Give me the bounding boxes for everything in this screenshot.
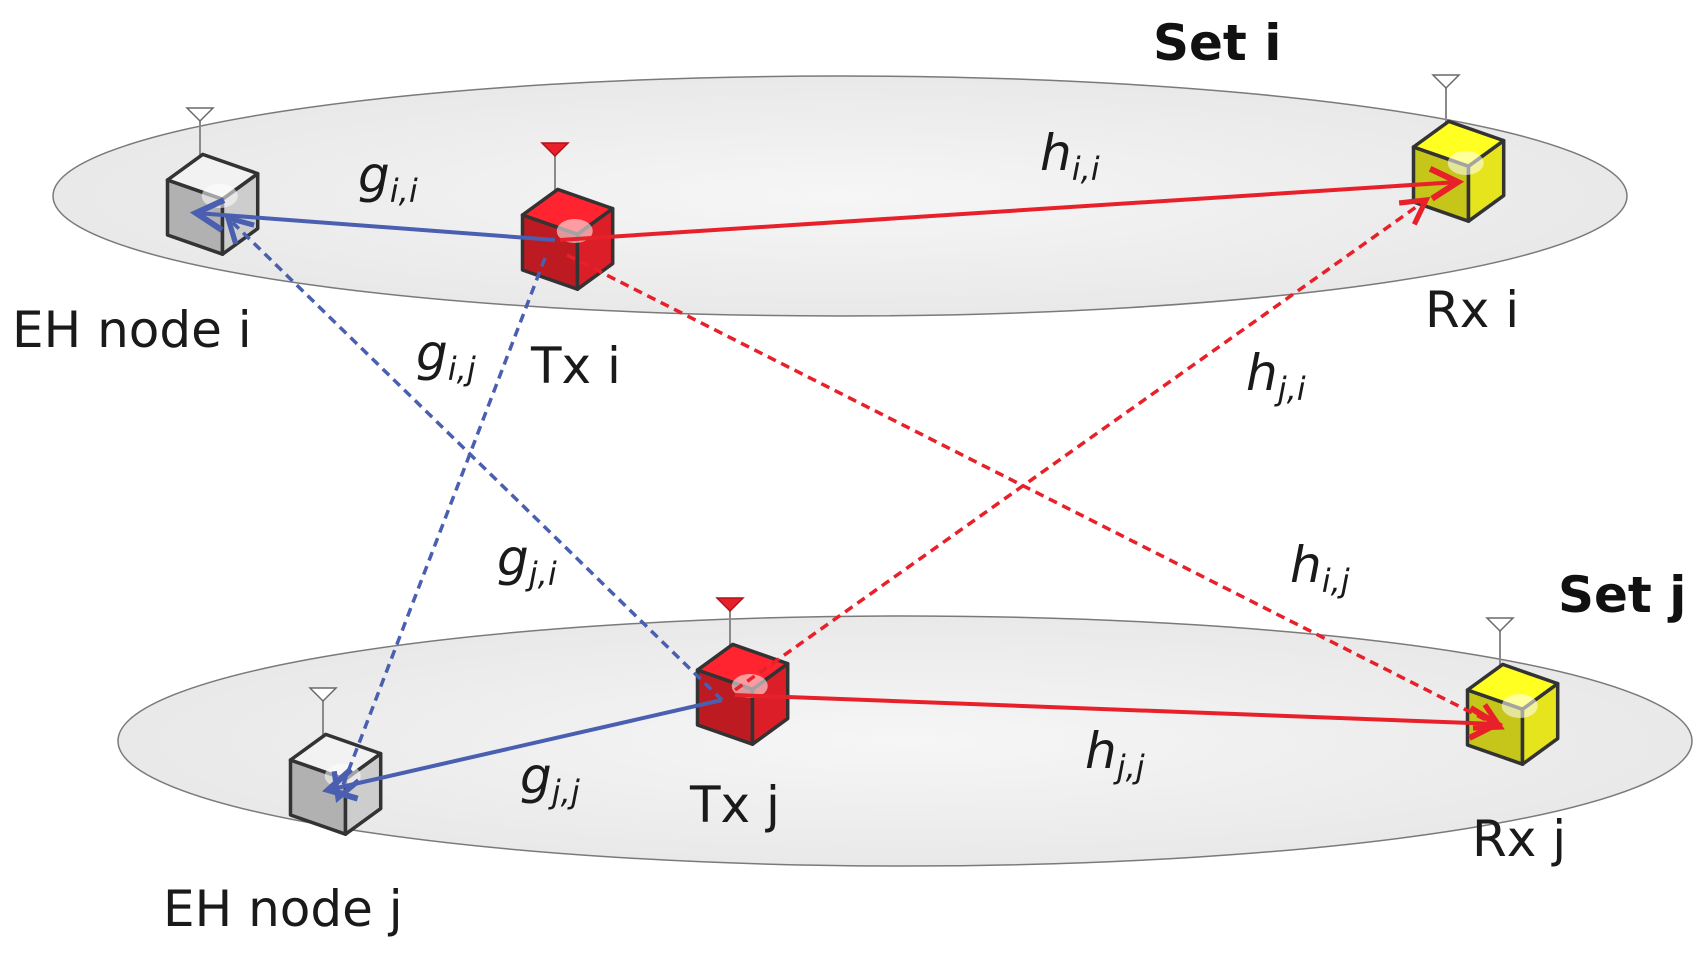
link-g-jj: [328, 698, 723, 790]
channel-label-g-ij: gi,j: [416, 324, 476, 388]
antenna-icon: [308, 687, 338, 703]
cube-highlight: [1447, 151, 1484, 175]
antenna-icon: [715, 597, 745, 613]
channel-links: [196, 182, 1500, 798]
cube-highlight: [1501, 694, 1538, 718]
antenna-icon: [1431, 74, 1461, 90]
rx-j-label: Rx j: [1472, 810, 1566, 868]
link-h-jj: [734, 693, 1497, 724]
network-nodes: [165, 74, 1560, 836]
set-j-region: [117, 615, 1693, 867]
link-h-ji: [733, 200, 1426, 692]
cube-highlight: [731, 674, 768, 698]
link-g-ij: [338, 257, 547, 798]
node-rx-i: [1411, 74, 1506, 223]
node-tx-i: [520, 142, 615, 291]
eh-node-j-label: EH node j: [163, 880, 403, 938]
tx-j-label: Tx j: [689, 776, 780, 834]
channel-label-g-ii: gi,i: [358, 146, 418, 210]
set-i-region: [52, 75, 1628, 317]
rx-i-label: Rx i: [1425, 281, 1519, 339]
channel-label-g-jj: gj,j: [520, 747, 580, 811]
link-h-ij: [566, 253, 1500, 727]
antenna-icon: [1485, 617, 1515, 633]
link-g-ii: [196, 213, 556, 242]
channel-label-h-jj: hj,j: [1085, 722, 1145, 786]
eh-node-i-label: EH node i: [12, 301, 252, 359]
channel-label-h-ii: hi,i: [1040, 124, 1100, 188]
channel-label-h-ji: hj,i: [1246, 344, 1306, 408]
set-j-label: Set j: [1558, 566, 1686, 624]
tx-i-label: Tx i: [530, 337, 621, 395]
channel-label-h-ij: hi,j: [1290, 536, 1350, 600]
link-g-ji: [228, 218, 724, 702]
cube-highlight: [201, 184, 238, 208]
link-h-ii: [559, 182, 1458, 242]
antenna-icon: [185, 107, 215, 123]
antenna-icon: [540, 142, 570, 158]
channel-label-g-ji: gj,i: [497, 529, 557, 593]
node-rx-j: [1465, 617, 1560, 766]
set-i-label: Set i: [1153, 14, 1281, 72]
